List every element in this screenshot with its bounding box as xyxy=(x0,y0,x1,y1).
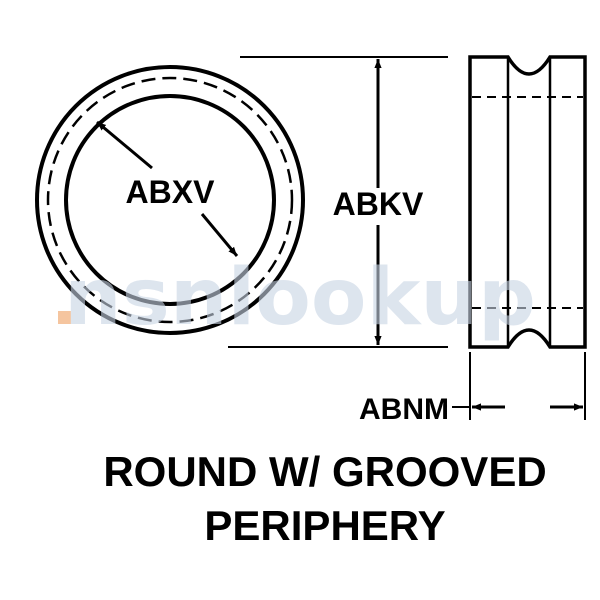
groove-hidden-line xyxy=(46,76,294,324)
outer-diameter-dimension xyxy=(228,56,448,348)
side-view xyxy=(468,55,587,349)
watermark-text: nsnlookup xyxy=(64,253,536,343)
front-view xyxy=(35,65,305,335)
thickness-label: ABNM xyxy=(359,393,449,426)
inner-circle xyxy=(64,94,276,306)
inner-diameter-label: ABXV xyxy=(126,174,216,210)
outer-circle xyxy=(35,65,305,335)
watermark: nsnlookup xyxy=(58,253,536,343)
watermark-dot xyxy=(58,311,71,324)
inner-diameter-arrow-upper xyxy=(96,120,153,170)
caption-line-2: PERIPHERY xyxy=(204,502,445,549)
thickness-dimension xyxy=(452,352,586,420)
caption-line-1: ROUND W/ GROOVED xyxy=(103,448,546,495)
inner-diameter-arrow-lower xyxy=(200,213,239,257)
outer-diameter-label: ABKV xyxy=(333,186,424,222)
side-profile xyxy=(468,55,587,349)
